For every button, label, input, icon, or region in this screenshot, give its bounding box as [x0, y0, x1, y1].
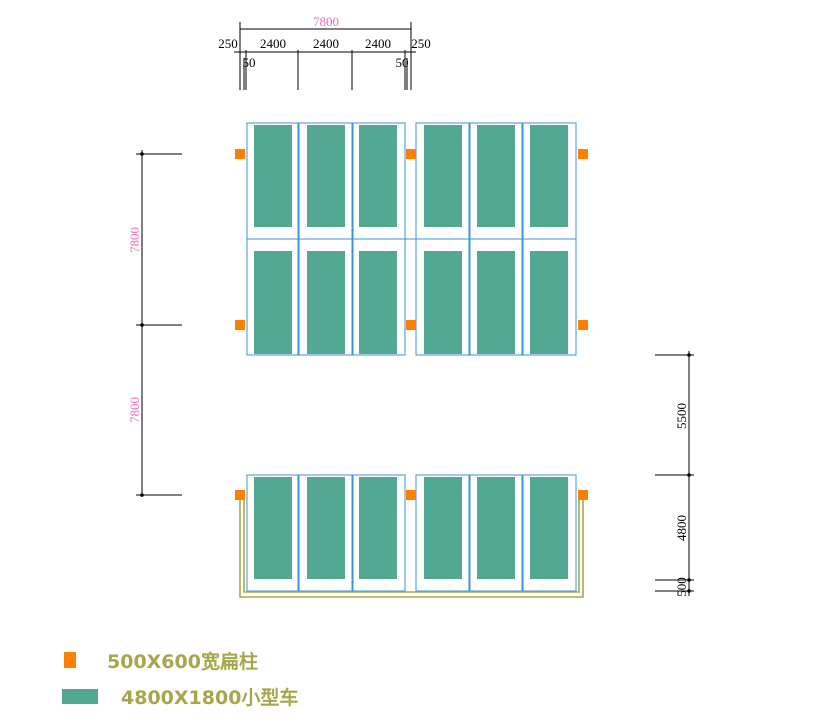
car: [254, 251, 292, 354]
dim-right-span-1: 5500: [674, 403, 689, 429]
dim-top-seg-4: 2400: [365, 36, 391, 51]
dim-left-span-2: 7800: [127, 397, 142, 423]
car: [307, 251, 345, 354]
dim-top-seg-3: 2400: [313, 36, 339, 51]
legend: 500X600宽扁柱 4800X1800小型车: [62, 650, 298, 709]
dim-left-span-1: 7800: [127, 227, 142, 253]
column: [578, 490, 588, 500]
retaining-wall: [239, 500, 584, 598]
dim-top-offset-left: 50: [243, 55, 256, 70]
car: [307, 125, 345, 227]
car: [359, 125, 397, 227]
car: [477, 251, 515, 354]
legend-car-swatch-icon: [62, 689, 98, 704]
column: [235, 149, 245, 159]
dim-top-seg-1: 250: [218, 36, 238, 51]
dim-right-span-3: 500: [674, 577, 689, 597]
car: [254, 477, 292, 579]
column: [578, 320, 588, 330]
dim-top-total: 7800: [313, 14, 339, 29]
car: [477, 125, 515, 227]
column: [406, 320, 416, 330]
column: [235, 320, 245, 330]
column: [578, 149, 588, 159]
column-group: [235, 149, 588, 500]
top-dimension-chain: [234, 22, 416, 90]
car-group: [254, 125, 568, 579]
car: [424, 477, 462, 579]
parking-bay-grid: [246, 122, 577, 592]
dim-top-seg-5: 250: [411, 36, 431, 51]
dim-right-span-2: 4800: [674, 515, 689, 541]
car: [254, 125, 292, 227]
legend-column-label: 500X600宽扁柱: [107, 650, 258, 673]
car: [424, 125, 462, 227]
dim-top-offset-right: 50: [396, 55, 409, 70]
car: [530, 125, 568, 227]
car: [307, 477, 345, 579]
column: [406, 149, 416, 159]
car: [359, 477, 397, 579]
legend-column-swatch-icon: [64, 652, 76, 668]
legend-car-label: 4800X1800小型车: [121, 686, 298, 709]
dim-top-seg-2: 2400: [260, 36, 286, 51]
car: [530, 251, 568, 354]
car: [530, 477, 568, 579]
column: [406, 490, 416, 500]
car: [477, 477, 515, 579]
car: [359, 251, 397, 354]
car: [424, 251, 462, 354]
column: [235, 490, 245, 500]
